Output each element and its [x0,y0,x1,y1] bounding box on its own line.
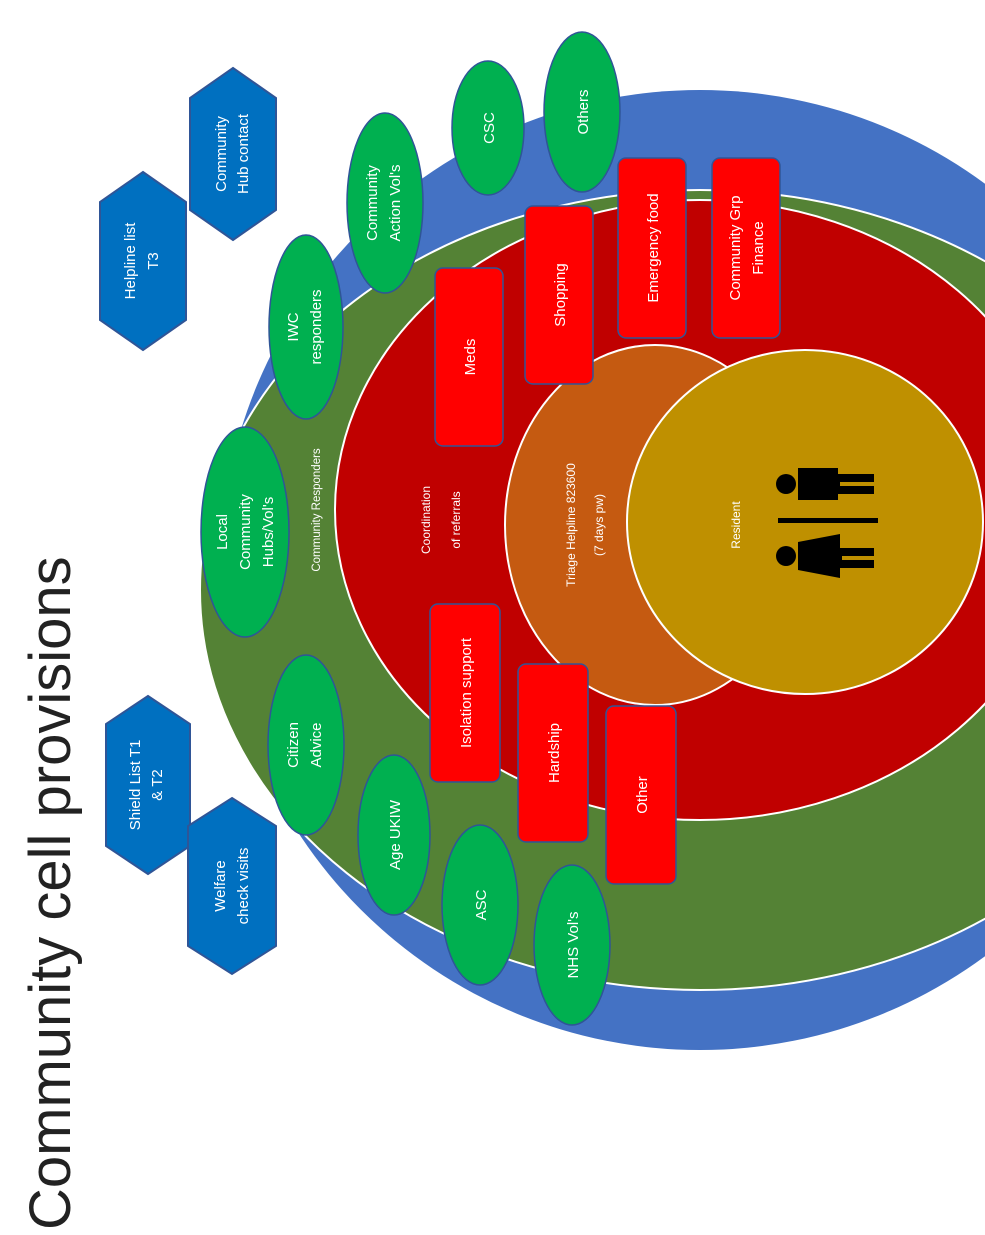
svg-text:ASC: ASC [473,889,490,920]
svg-text:Hardship: Hardship [546,723,563,783]
outer-ring-label: Ongoing Support and frequent contact [154,437,166,633]
green-ring-label: Community Responders [311,448,323,572]
svg-text:IWC: IWC [285,312,302,341]
svg-text:Local: Local [214,514,231,550]
svg-text:Shopping: Shopping [552,263,569,326]
responder-nhs-vols: NHS Vol's [533,864,611,1026]
resident-label: Resident [729,501,743,549]
triage-label-line1: Triage Helpline 823600 [564,463,578,587]
diagram-title: Community cell provisions [18,556,83,1230]
svg-text:Others: Others [575,89,592,134]
svg-text:Emergency food: Emergency food [645,193,662,302]
responder-community-action-vols: Community Action Vol's [346,112,424,294]
hex-shield-list: Shield List T1 & T2 [105,694,191,876]
restroom-people-icon [776,468,878,578]
referral-shopping: Shopping [524,205,594,385]
svg-text:& T2: & T2 [149,769,166,800]
svg-text:Community Grp: Community Grp [727,195,744,300]
hex-community-hub-contact: Community Hub contact [189,66,277,242]
svg-text:Hubs/Vol's: Hubs/Vol's [260,497,277,567]
referral-meds: Meds [434,267,504,447]
hex-welfare-check-visits: Welfare check visits [187,796,277,976]
red-ring-label-line2: of referrals [449,491,463,548]
svg-text:Other: Other [634,776,651,814]
hex-helpline-list: Helpline list T3 [99,170,187,352]
referral-other: Other [605,705,677,885]
svg-text:Welfare: Welfare [212,860,229,911]
responder-age-ukiw: Age UKIW [357,754,431,916]
responder-local-community-hubs: Local Community Hubs/Vol's [200,426,290,638]
referral-isolation-support: Isolation support [429,603,501,783]
svg-text:Hub contact: Hub contact [235,113,252,194]
referral-emergency-food: Emergency food [617,157,687,339]
svg-text:CSC: CSC [481,112,498,144]
svg-text:Action Vol's: Action Vol's [387,164,404,241]
svg-text:Community: Community [213,116,230,192]
svg-text:Isolation support: Isolation support [458,637,475,748]
responder-others: Others [543,31,621,193]
svg-text:check visits: check visits [235,848,252,925]
svg-text:Finance: Finance [750,221,767,274]
red-ring-label-line1: Coordination [419,486,433,554]
svg-text:Citizen: Citizen [285,722,302,768]
svg-text:Community: Community [364,165,381,241]
referral-hardship: Hardship [517,663,589,843]
responder-iwc-responders: IWC responders [268,234,344,420]
responder-asc: ASC [441,824,519,986]
triage-label-line2: (7 days pw) [592,494,606,556]
svg-text:responders: responders [308,289,325,364]
svg-text:Helpline list: Helpline list [122,222,139,300]
svg-text:Meds: Meds [462,339,479,376]
svg-text:Shield List T1: Shield List T1 [127,740,144,831]
svg-text:NHS Vol's: NHS Vol's [565,911,582,978]
svg-text:T3: T3 [145,252,162,270]
svg-text:Advice: Advice [308,722,325,767]
svg-text:Age UKIW: Age UKIW [387,799,404,870]
responder-csc: CSC [451,60,525,196]
responder-citizen-advice: Citizen Advice [267,654,345,836]
svg-text:Community: Community [237,494,254,570]
referral-community-grp-finance: Community Grp Finance [711,157,781,339]
